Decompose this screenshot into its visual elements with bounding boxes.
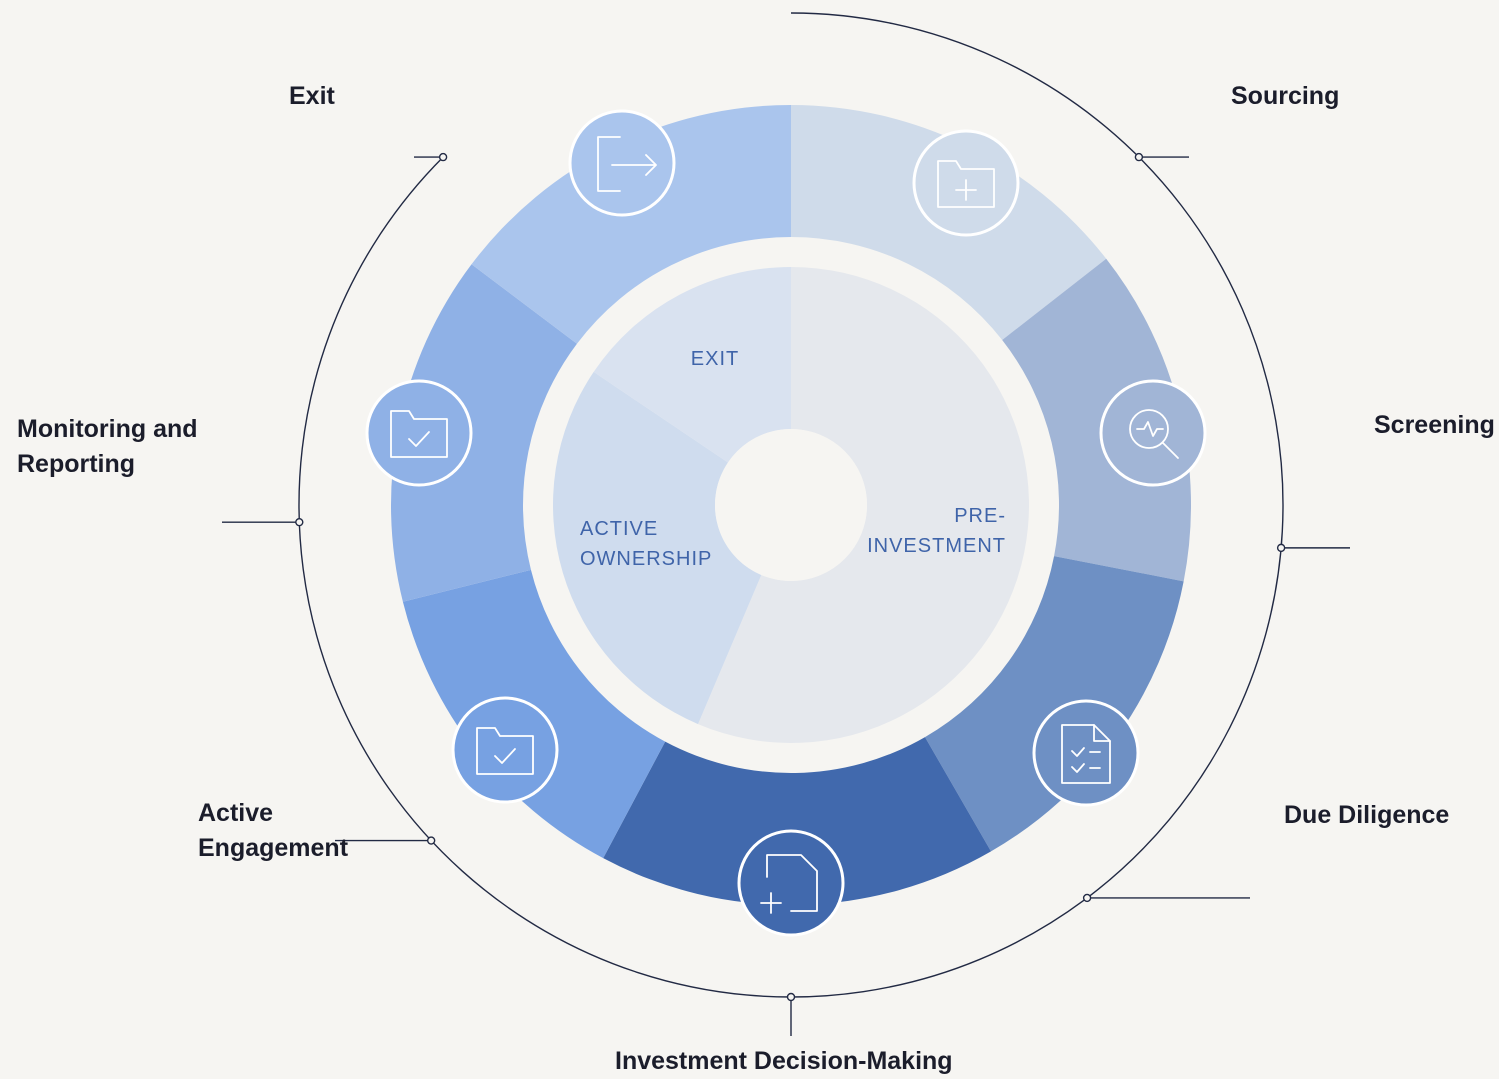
- ring-segment-exit: [471, 105, 791, 344]
- stage-label-sourcing: Sourcing: [1231, 82, 1340, 110]
- phase-label-line: INVESTMENT: [867, 535, 1006, 557]
- ring-segment-due-diligence: [925, 556, 1184, 852]
- phase-label-line: PRE-: [954, 505, 1006, 527]
- icon-badge-active-engagement: [451, 696, 559, 804]
- stage-label-exit: Exit: [289, 82, 335, 110]
- document-plus-icon: [737, 829, 845, 937]
- phase-label-line: ACTIVE: [580, 518, 658, 540]
- folder-check-icon: [451, 696, 559, 804]
- leader-dot: [295, 517, 304, 527]
- leader-dot: [1082, 893, 1092, 903]
- phase-sector-exit: [593, 267, 791, 463]
- icon-badge-due-diligence: [1032, 699, 1140, 807]
- icon-badge-investment-decision: [737, 829, 845, 937]
- leader-dot: [1134, 152, 1144, 162]
- leader-dot: [426, 836, 436, 845]
- phase-label-pre-investment: PRE- INVESTMENT: [867, 505, 1006, 557]
- phase-label-line: OWNERSHIP: [580, 548, 712, 570]
- leader-dot: [438, 152, 448, 162]
- ring-segment-screening: [1002, 258, 1192, 582]
- phase-label-active-ownership: ACTIVE OWNERSHIP: [580, 518, 712, 570]
- folder-check-icon: [365, 379, 473, 487]
- icon-badge-monitoring: [365, 379, 473, 487]
- stage-label-screening: Screening: [1374, 411, 1495, 439]
- phase-sector-pre-investment: [698, 267, 1029, 743]
- phase-sector-active-ownership: [553, 371, 762, 725]
- stage-icons: [365, 109, 1207, 937]
- phase-label-line: EXIT: [691, 348, 739, 370]
- outer-track-arc: [298, 12, 1284, 998]
- checklist-icon: [1032, 699, 1140, 807]
- stage-label-due-diligence: Due Diligence: [1284, 801, 1450, 829]
- stage-label-monitoring: Monitoring and Reporting: [17, 415, 198, 478]
- ring-segment-investment-decision: [603, 737, 991, 905]
- icon-badge-exit: [568, 109, 676, 217]
- ring-segment-monitoring: [391, 264, 577, 602]
- phase-label-exit: EXIT: [691, 348, 739, 370]
- leader-dot: [786, 992, 796, 1002]
- stage-label-investment-decision: Investment Decision-Making: [615, 1047, 953, 1075]
- label-leader-lines: [222, 12, 1350, 1036]
- stage-label-active-engagement: Active Engagement: [198, 799, 349, 862]
- icon-badge-screening: [1099, 379, 1207, 487]
- exit-arrow-icon: [568, 109, 676, 217]
- search-pulse-icon: [1099, 379, 1207, 487]
- inner-phase-disc: PRE- INVESTMENT ACTIVE OWNERSHIP EXIT: [553, 267, 1029, 743]
- folder-plus-icon: [912, 129, 1020, 237]
- center-hole: [715, 429, 867, 581]
- leader-dot: [1276, 543, 1286, 553]
